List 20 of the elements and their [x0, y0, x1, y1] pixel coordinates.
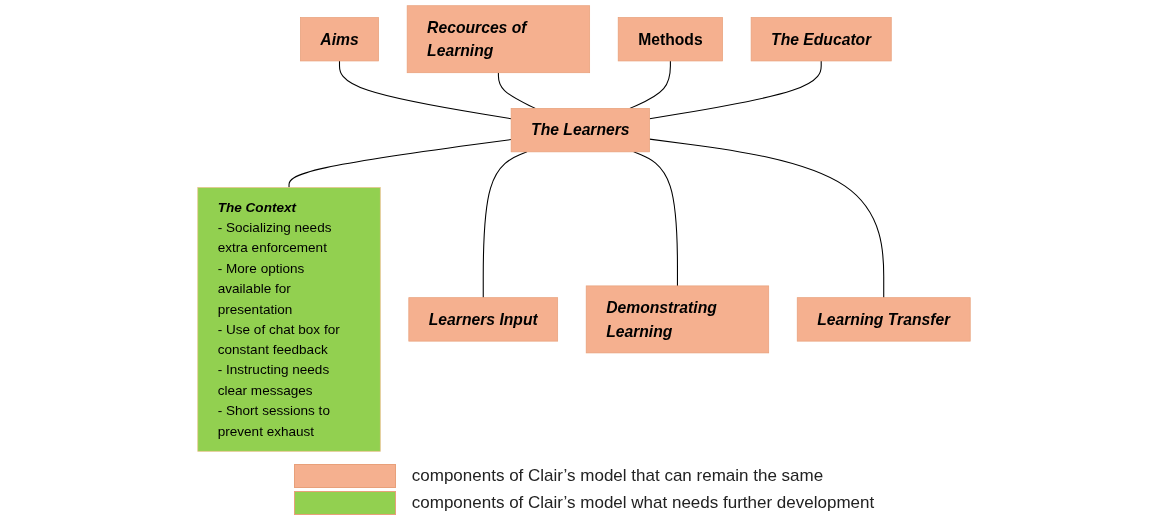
- node-box: [750, 17, 892, 62]
- connector: [629, 60, 671, 109]
- node-box: [197, 187, 381, 452]
- node-box: [300, 17, 379, 62]
- node-box: [408, 297, 559, 342]
- connector: [338, 60, 512, 120]
- connector: [649, 60, 822, 120]
- legend-text: components of Clair’s model what needs further development: [411, 493, 875, 513]
- node-box: [585, 285, 770, 354]
- node-box: [796, 297, 971, 342]
- connector: [288, 138, 512, 189]
- connector: [649, 138, 885, 299]
- connector: [633, 151, 678, 287]
- legend-text: components of Clair’s model that can remain the same: [411, 466, 824, 486]
- connector: [497, 72, 536, 109]
- connector: [482, 151, 528, 299]
- node-box: [617, 17, 723, 62]
- node-box: [406, 5, 591, 74]
- concept-diagram: Aims Recources of Learning Methods The Educator The Learners The Context - Socializing needs extra enforcement - More options available for presentation - Use of chat box for constant feedback - Instructing needs clear messages - Short sessions to prevent exhaust Learners Input Demonstrating Learning Learning Transfer: [0, 0, 1168, 457]
- node-box: [510, 108, 650, 153]
